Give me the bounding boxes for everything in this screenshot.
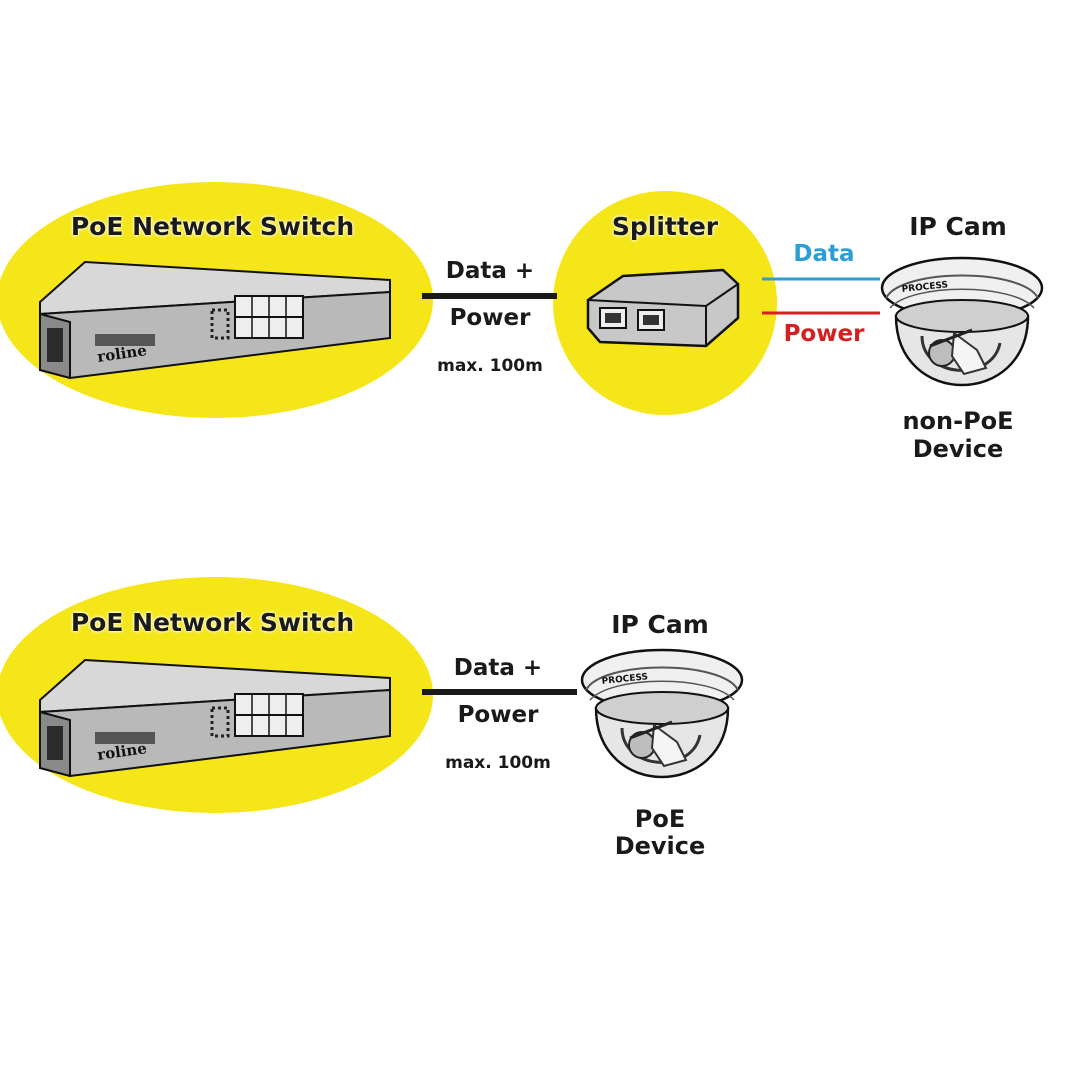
cable-top-label-2: Power: [449, 305, 531, 331]
camera-top-image: PROCESS: [880, 256, 1044, 387]
camera-bottom-image: PROCESS: [580, 648, 744, 779]
cable-bottom-label-1: Data +: [453, 655, 543, 681]
splitter-title: Splitter: [611, 212, 719, 241]
camera-top-title: IP Cam: [909, 212, 1007, 241]
cable-bottom-distance: max. 100m: [445, 753, 551, 773]
switch-top-title: PoE Network Switch: [70, 212, 355, 241]
device-bottom-line-2: Device: [614, 832, 706, 860]
switch-top-image: roline: [38, 260, 392, 380]
data-label: Data: [793, 241, 855, 267]
device-top-line-1: non-PoE: [902, 407, 1014, 435]
cable-bottom-label-2: Power: [457, 702, 539, 728]
camera-bottom-title: IP Cam: [611, 610, 709, 639]
device-bottom-line-1: PoE: [634, 805, 686, 833]
power-label: Power: [783, 321, 865, 347]
camera-top-text: PROCESS: [901, 280, 948, 295]
cable-top-label-1: Data +: [445, 258, 535, 284]
splitter-image: [586, 268, 740, 348]
switch-bottom-image: roline: [38, 658, 392, 778]
cable-top-distance: max. 100m: [437, 356, 543, 376]
camera-bottom-text: PROCESS: [601, 672, 648, 687]
device-top-line-2: Device: [912, 435, 1004, 463]
switch-bottom-title: PoE Network Switch: [70, 608, 355, 637]
